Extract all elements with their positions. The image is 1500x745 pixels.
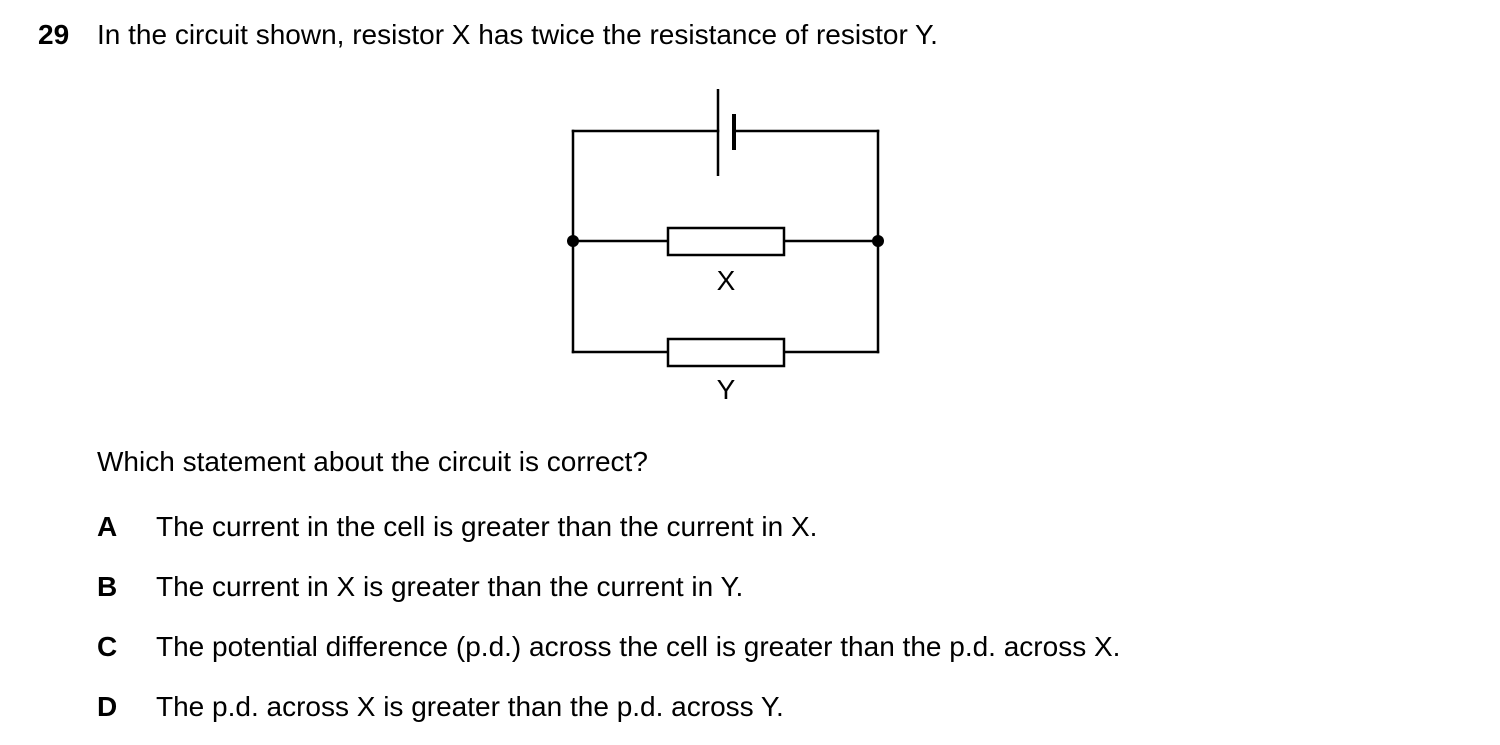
junction-dot-right [872,235,884,247]
question-stem: In the circuit shown, resistor X has twi… [97,19,938,50]
resistor-x [666,226,786,257]
junction-dot-left [567,235,579,247]
option-a[interactable]: A The current in the cell is greater tha… [0,509,1500,545]
option-text: The current in the cell is greater than … [156,511,818,542]
option-text: The potential difference (p.d.) across t… [156,631,1121,662]
option-letter: C [97,631,118,662]
option-letter: A [97,511,118,542]
resistor-y-label: Y [717,374,736,405]
question-number: 29 [38,19,70,50]
option-d[interactable]: D The p.d. across X is greater than the … [0,689,1500,725]
option-text: The current in X is greater than the cur… [156,571,744,602]
option-c[interactable]: C The potential difference (p.d.) across… [0,629,1500,665]
resistor-x-label: X [717,265,736,296]
question-prompt: Which statement about the circuit is cor… [97,446,648,477]
option-letter: D [97,691,118,722]
option-b[interactable]: B The current in X is greater than the c… [0,569,1500,605]
option-letter: B [97,571,118,602]
option-text: The p.d. across X is greater than the p.… [156,691,784,722]
resistor-y [666,337,786,368]
